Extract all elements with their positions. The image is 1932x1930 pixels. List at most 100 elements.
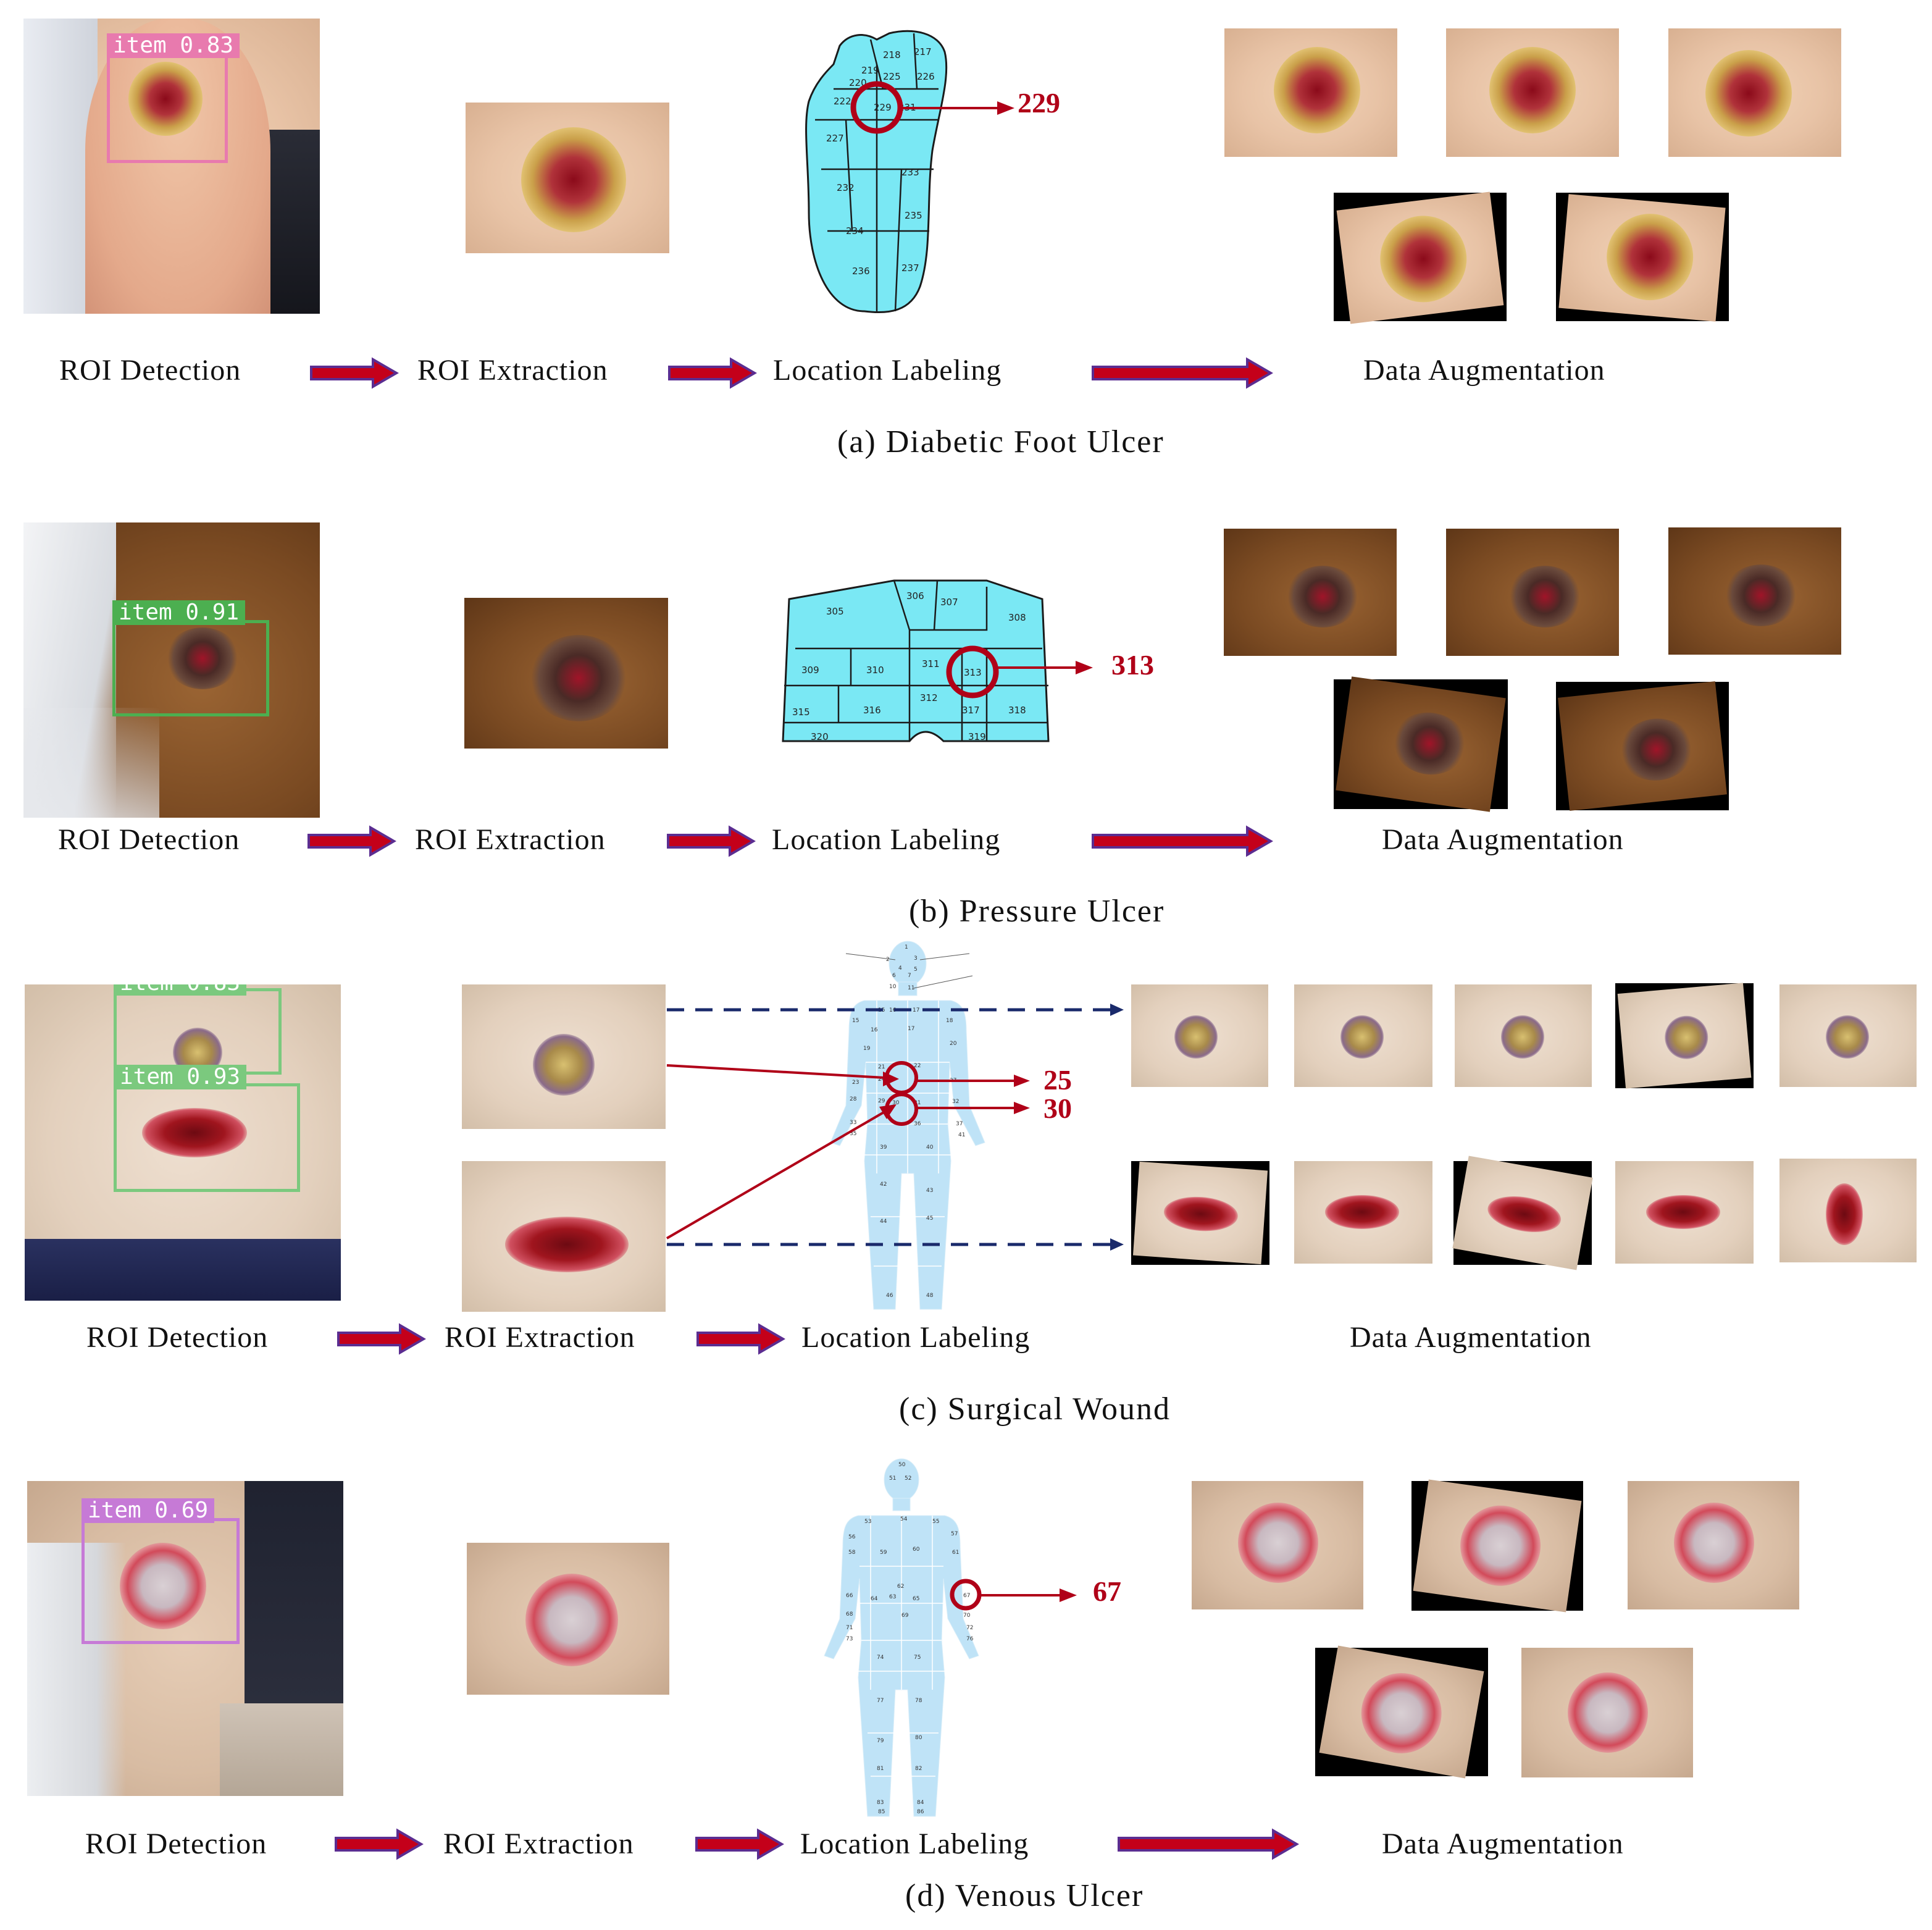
svg-text:310: 310: [866, 665, 884, 676]
svg-text:43: 43: [926, 1188, 933, 1194]
svg-text:3: 3: [914, 955, 918, 962]
svg-text:306: 306: [906, 590, 924, 602]
sw-aug-bot-2: [1294, 1161, 1432, 1264]
pu-step-detection: ROI Detection: [58, 823, 240, 856]
svg-text:66: 66: [846, 1593, 853, 1599]
dfu-step-extraction: ROI Extraction: [417, 354, 608, 387]
dfu-detection-photo: item 0.83: [23, 19, 320, 314]
svg-text:62: 62: [897, 1584, 904, 1590]
svg-text:39: 39: [880, 1144, 887, 1151]
svg-text:68: 68: [846, 1611, 853, 1617]
svg-text:30: 30: [892, 1100, 900, 1106]
svg-text:318: 318: [1008, 705, 1026, 716]
svg-text:234: 234: [846, 225, 864, 237]
svg-text:16: 16: [871, 1027, 878, 1033]
svg-text:308: 308: [1008, 612, 1026, 623]
sw-aug-top-3: [1455, 984, 1592, 1087]
pu-aug-3: [1668, 527, 1841, 655]
svg-text:48: 48: [926, 1293, 934, 1299]
svg-text:65: 65: [913, 1596, 919, 1602]
vu-bounding-box: [82, 1518, 240, 1644]
svg-text:217: 217: [914, 46, 932, 57]
svg-text:232: 232: [837, 182, 855, 193]
sw-detection-label: item 0.93: [114, 1065, 247, 1089]
svg-text:80: 80: [915, 1735, 922, 1741]
dfu-callout-number: 229: [1018, 87, 1060, 119]
dfu-aug-5: [1558, 194, 1726, 322]
svg-text:311: 311: [922, 658, 940, 669]
pu-aug-1: [1224, 529, 1397, 656]
pu-aug-2: [1446, 529, 1619, 656]
dfu-arrow-2: [668, 357, 757, 389]
vu-callout-arrow: [979, 1588, 1077, 1602]
svg-text:74: 74: [877, 1655, 884, 1661]
svg-text:233: 233: [901, 167, 919, 178]
dfu-step-augmentation: Data Augmentation: [1363, 354, 1605, 387]
svg-text:51: 51: [889, 1475, 896, 1482]
svg-text:11: 11: [908, 985, 914, 991]
svg-text:17: 17: [908, 1026, 914, 1032]
svg-text:58: 58: [848, 1550, 856, 1556]
sw-step-labeling: Location Labeling: [801, 1321, 1031, 1354]
svg-text:2: 2: [886, 957, 890, 963]
sw-arrow-2: [696, 1323, 785, 1355]
svg-text:70: 70: [963, 1613, 971, 1619]
vu-caption: (d) Venous Ulcer: [905, 1878, 1144, 1913]
pu-callout-arrow: [995, 661, 1093, 674]
sw-callout-25: 25: [1043, 1064, 1072, 1096]
svg-text:81: 81: [877, 1766, 884, 1772]
dfu-step-detection: ROI Detection: [59, 354, 241, 387]
svg-text:44: 44: [880, 1219, 887, 1225]
sw-callout-30: 30: [1043, 1093, 1072, 1124]
svg-text:315: 315: [792, 707, 810, 718]
svg-text:79: 79: [877, 1738, 884, 1744]
pu-detection-label: item 0.91: [112, 600, 246, 625]
sw-aug-bot-1: [1132, 1161, 1268, 1265]
svg-text:85: 85: [878, 1809, 885, 1815]
svg-text:227: 227: [826, 133, 844, 144]
sw-step-augmentation: Data Augmentation: [1350, 1321, 1592, 1354]
dfu-aug-1: [1224, 28, 1397, 157]
sw-bounding-box-top: [114, 988, 282, 1075]
pu-detection-photo: item 0.91: [23, 522, 320, 818]
svg-text:42: 42: [880, 1181, 887, 1188]
svg-text:22: 22: [914, 1063, 921, 1069]
svg-text:218: 218: [883, 49, 901, 61]
sw-extraction-photo-navel: [462, 984, 666, 1129]
sw-detection-label-top: item 0.83: [114, 984, 247, 996]
vu-detection-label: item 0.69: [82, 1498, 215, 1523]
pu-aug-5: [1558, 681, 1727, 811]
dfu-bounding-box: [107, 53, 228, 163]
svg-text:20: 20: [950, 1041, 957, 1047]
svg-text:16: 16: [889, 1007, 897, 1013]
vu-arrow-2: [695, 1828, 784, 1860]
sw-aug-top-1: [1131, 984, 1268, 1087]
svg-text:222: 222: [834, 96, 851, 107]
svg-text:41: 41: [958, 1132, 965, 1138]
vu-aug-3: [1628, 1481, 1799, 1609]
svg-text:82: 82: [915, 1766, 922, 1772]
dfu-step-labeling: Location Labeling: [773, 354, 1002, 387]
svg-text:56: 56: [848, 1534, 856, 1540]
svg-text:78: 78: [915, 1698, 922, 1704]
svg-text:1: 1: [905, 944, 908, 950]
sw-callout-arrows: [915, 1075, 1030, 1114]
svg-text:63: 63: [889, 1594, 896, 1600]
vu-step-labeling: Location Labeling: [800, 1827, 1029, 1860]
pu-bounding-box: [112, 620, 269, 716]
svg-text:61: 61: [952, 1550, 959, 1556]
svg-text:235: 235: [905, 210, 922, 221]
dfu-extraction-photo: [466, 103, 669, 253]
vu-arrow-1: [335, 1828, 424, 1860]
svg-text:37: 37: [956, 1121, 963, 1127]
sw-bounding-box: [114, 1083, 300, 1192]
svg-text:236: 236: [852, 266, 870, 277]
dfu-callout-arrow: [898, 101, 1014, 115]
svg-text:23: 23: [852, 1080, 859, 1086]
svg-text:18: 18: [946, 1018, 953, 1024]
svg-text:220: 220: [849, 77, 867, 88]
